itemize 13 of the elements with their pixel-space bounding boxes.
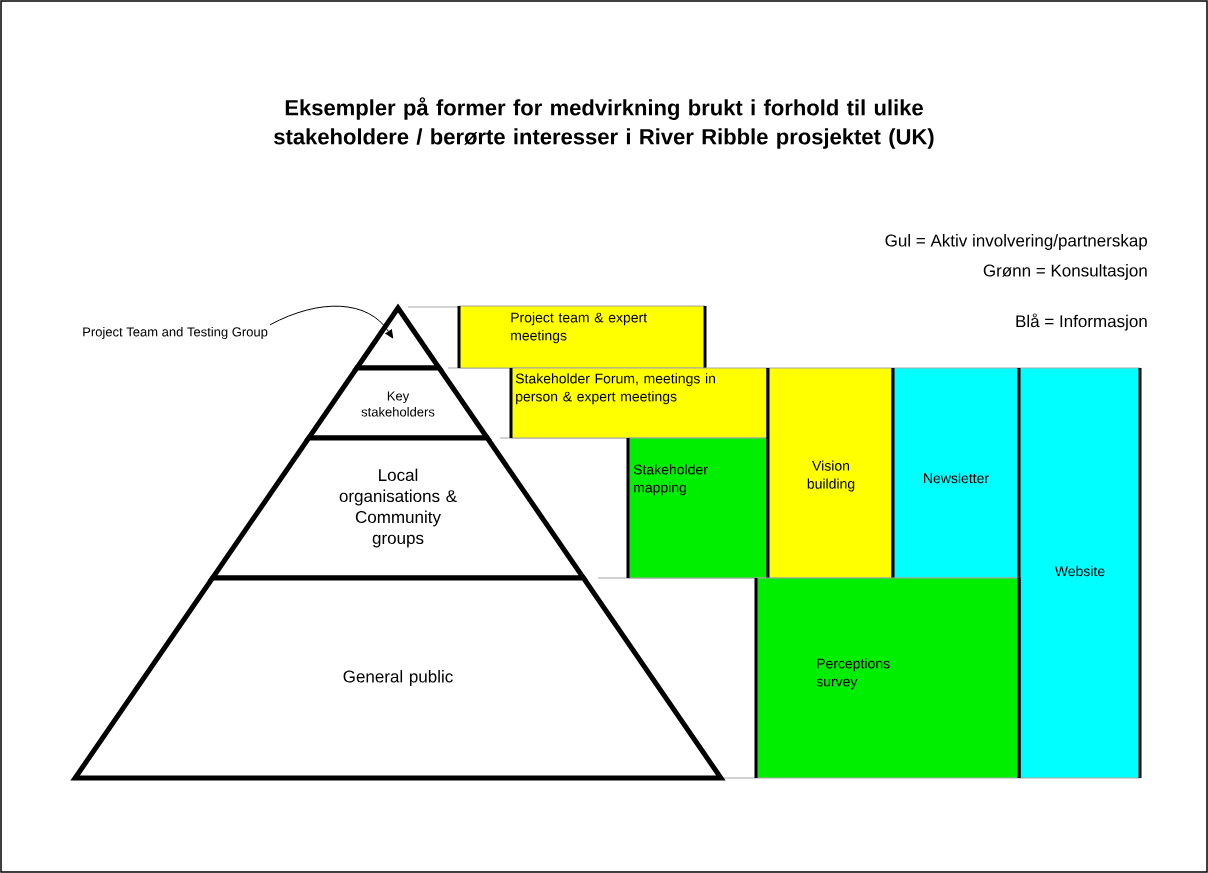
key-text: Blå = Informasjon	[1016, 313, 1147, 331]
method-box: Perceptions survey	[754, 577, 1021, 779]
method-box: Stakeholder Forum, meetings in person & expert meetings	[509, 367, 770, 439]
method-box: Project team & expert meetings	[457, 305, 707, 369]
key-text: Gul = Aktiv involvering/partnerskap	[885, 234, 1148, 250]
title: Eksempler på former for medvirkning brukt i forhold til ulike stakeholdere / berørte interesser i River Ribble prosjektet (UK)	[274, 97, 934, 149]
method-box: Vision building	[766, 367, 895, 579]
method-box: Website	[1017, 367, 1142, 779]
leader-line	[269, 305, 394, 339]
callout-text: Project Team and Testing Group	[83, 326, 268, 340]
method-box: Stakeholder mapping	[626, 437, 770, 579]
method-box: Newsletter	[891, 367, 1021, 579]
key-text: Grønn = Konsultasjon	[983, 264, 1147, 280]
